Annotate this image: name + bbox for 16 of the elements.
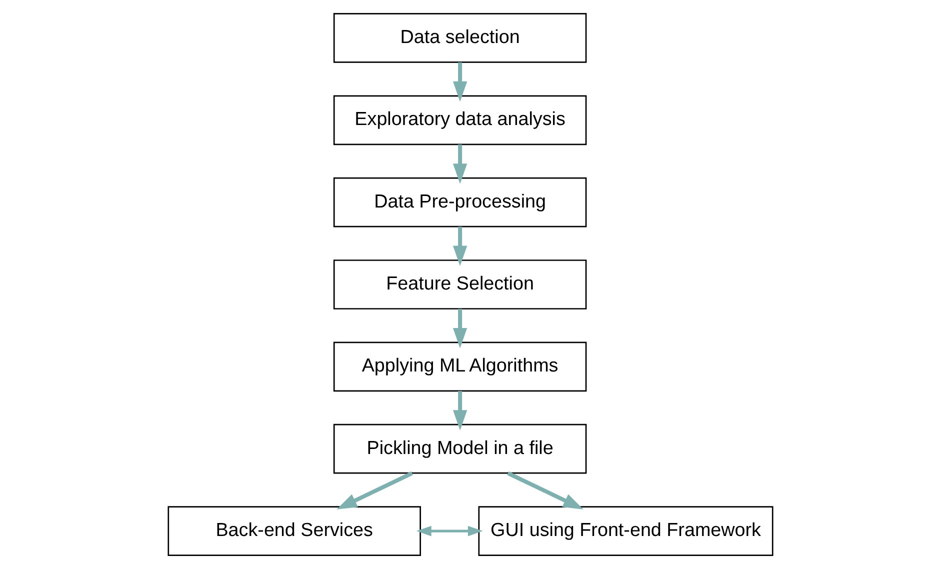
- node-box: Data Pre-processing: [332, 177, 586, 228]
- node-box: Back-end Services: [167, 506, 420, 556]
- arrow: [452, 62, 467, 102]
- arrow: [452, 308, 467, 348]
- node-box: Pickling Model in a file: [332, 424, 586, 474]
- node-box: Exploratory data analysis: [332, 95, 586, 146]
- node-box: GUI using Front-end Framework: [478, 506, 773, 556]
- arrow: [452, 391, 467, 430]
- arrow: [416, 526, 482, 536]
- arrow: [452, 226, 467, 266]
- arrow: [452, 144, 467, 184]
- arrow: [336, 471, 412, 510]
- node-box: Feature Selection: [332, 260, 586, 310]
- node-box: Applying ML Algorithms: [332, 342, 586, 392]
- node-box: Data selection: [332, 13, 586, 63]
- arrow: [506, 471, 583, 510]
